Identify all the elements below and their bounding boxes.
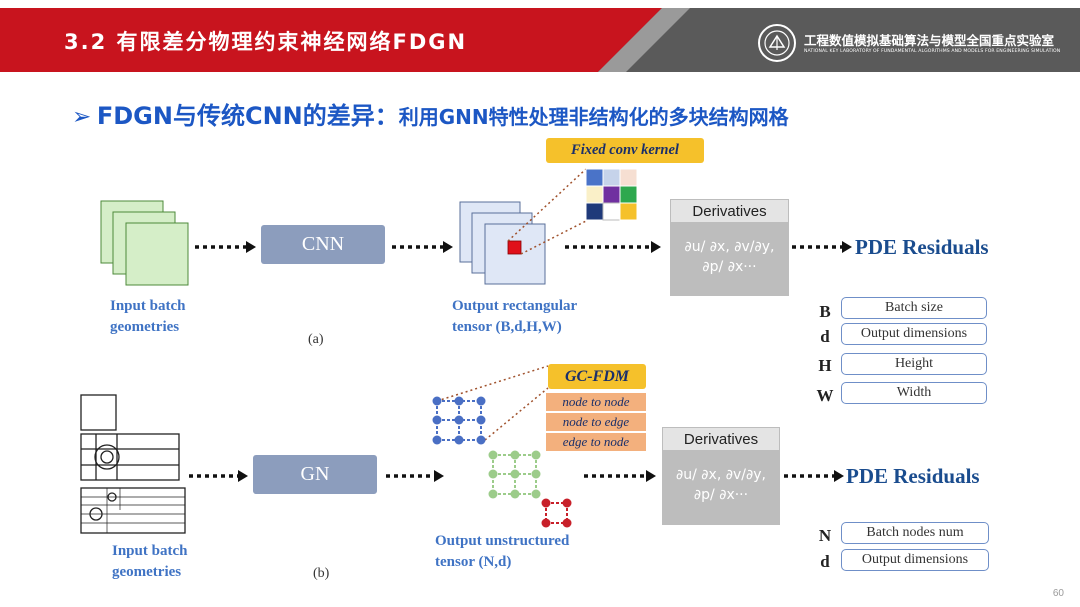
- cnn-block: CNN: [261, 225, 385, 264]
- gn-block: GN: [253, 455, 377, 494]
- lab-seal-icon: [758, 24, 796, 62]
- legend-label: Width: [841, 382, 987, 404]
- legend-key: B: [819, 302, 831, 321]
- legend-key: H: [818, 356, 832, 375]
- kernel-leader-lines: [507, 168, 587, 255]
- pde-residuals-b: PDE Residuals: [846, 464, 980, 488]
- graph-nodes-green: [488, 450, 541, 499]
- derivatives-body-a: ∂u/ ∂x, ∂v/∂y, ∂p/ ∂x···: [684, 239, 775, 275]
- derivatives-body-b: ∂u/ ∂x, ∂v/∂y, ∂p/ ∂x···: [676, 467, 766, 503]
- section-title: 3.2 有限差分物理约束神经网络FDGN: [64, 30, 468, 54]
- subfigure-label-a: (a): [308, 332, 324, 347]
- derivatives-box-b: Derivatives ∂u/ ∂x, ∂v/∂y, ∂p/ ∂x···: [662, 427, 780, 525]
- legend-label: Output dimensions: [841, 549, 989, 571]
- fixed-conv-kernel-label: Fixed conv kernel: [546, 138, 704, 163]
- conv-kernel-grid: [585, 168, 638, 221]
- page-number: 60: [1052, 588, 1064, 599]
- lab-name: 工程数值模拟基础算法与模型全国重点实验室: [804, 33, 1055, 48]
- graph-nodes-blue: [432, 396, 486, 445]
- output-rect-tensor: [459, 201, 546, 285]
- graph-nodes-red: [541, 498, 572, 528]
- slide-heading: ➢ FDGN与传统CNN的差异：利用GNN特性处理非结构化的多块结构网格: [72, 96, 789, 131]
- output-caption-a: Output rectangular tensor (B,d,H,W): [452, 298, 578, 335]
- legend-label: Output dimensions: [841, 323, 987, 345]
- heading-sub: 利用GNN特性处理非结构化的多块结构网格: [398, 105, 789, 129]
- flow-arrows-b: [189, 470, 844, 482]
- gc-fdm-label: GC-FDM: [548, 364, 646, 389]
- subfigure-label-b: (b): [313, 566, 330, 581]
- legend-key: d: [820, 552, 830, 571]
- op-node-to-edge: node to edge: [546, 413, 646, 431]
- header-band: [0, 0, 1080, 72]
- input-batch-squares: [100, 200, 189, 286]
- legend-key: N: [818, 526, 832, 545]
- arrow-bullet-icon: ➢: [72, 104, 92, 130]
- input-mesh-geometries: [80, 394, 186, 534]
- lab-subtitle: NATIONAL KEY LABORATORY OF FUNDAMENTAL A…: [804, 49, 1061, 54]
- flow-arrows-a: [195, 241, 852, 253]
- gcfdm-leader-lines: [436, 365, 549, 441]
- input-caption-b: Input batch geometries: [112, 543, 188, 580]
- pde-residuals-a: PDE Residuals: [855, 235, 989, 259]
- legend-key: W: [816, 386, 834, 405]
- derivatives-title-a: Derivatives: [670, 199, 789, 223]
- legend-label: Height: [841, 353, 987, 375]
- heading-main: FDGN与传统CNN的差异：: [96, 102, 399, 130]
- derivatives-title-b: Derivatives: [662, 427, 780, 451]
- legend-label: Batch nodes num: [841, 522, 989, 544]
- legend-key: d: [820, 327, 830, 346]
- output-caption-b: Output unstructured tensor (N,d): [435, 533, 570, 570]
- op-edge-to-node: edge to node: [546, 433, 646, 451]
- input-caption-a: Input batch geometries: [110, 298, 186, 335]
- legend-label: Batch size: [841, 297, 987, 319]
- op-node-to-node: node to node: [546, 393, 646, 411]
- derivatives-box-a: Derivatives ∂u/ ∂x, ∂v/∂y, ∂p/ ∂x···: [670, 199, 789, 296]
